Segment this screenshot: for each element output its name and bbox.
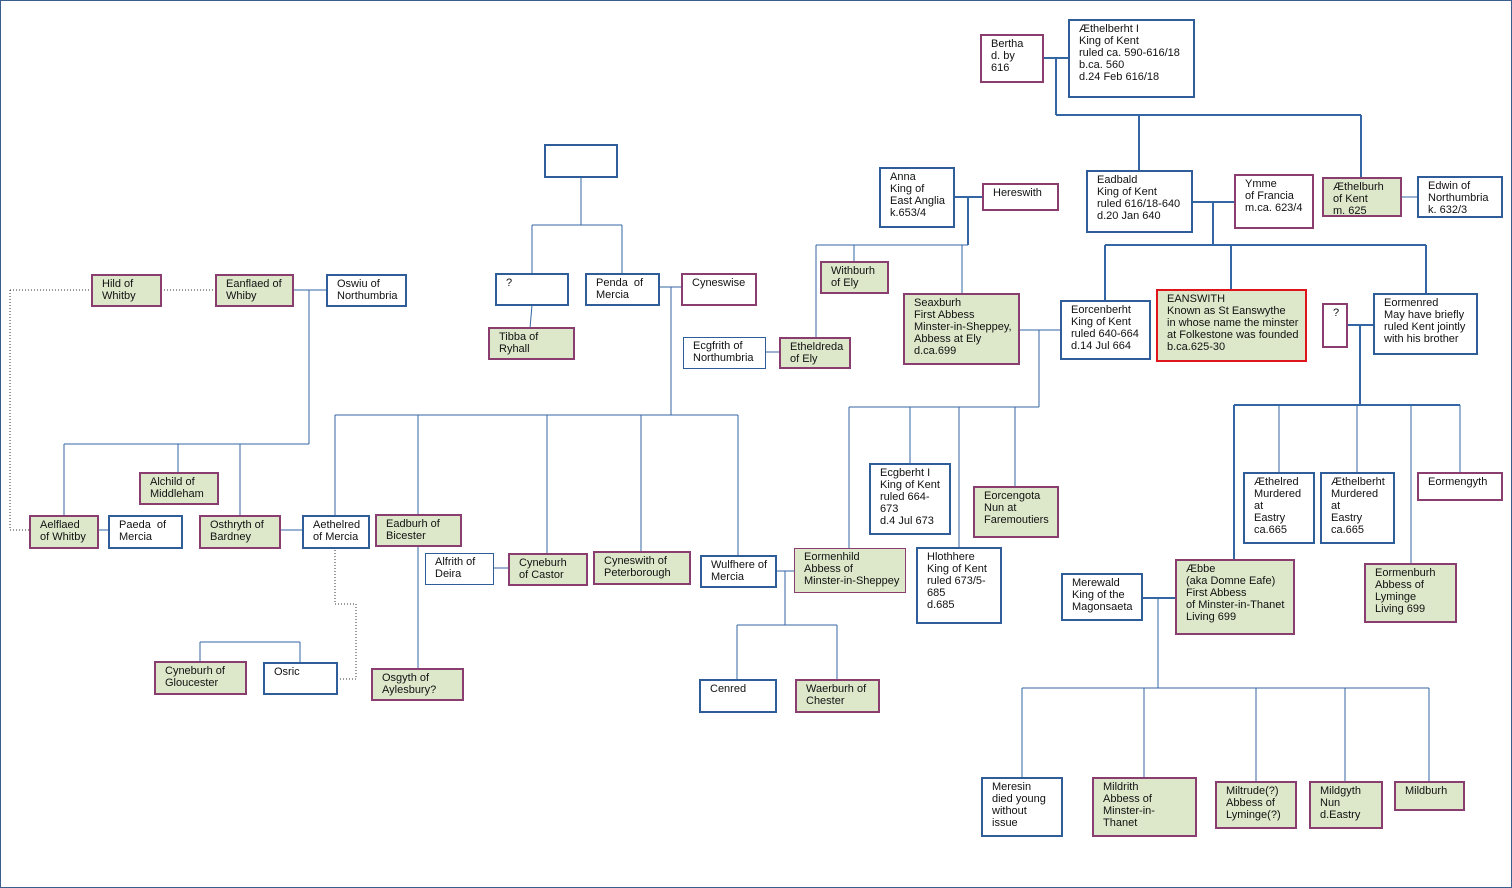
person-mildgyth[interactable]: Mildgyth Nun d.Eastry <box>1309 781 1383 829</box>
person-etheldreda[interactable]: Etheldreda of Ely <box>779 337 851 369</box>
person-eormenburh[interactable]: Eormenburh Abbess of Lyminge Living 699 <box>1364 563 1457 623</box>
person-osthryth[interactable]: Osthryth of Bardney <box>199 515 281 549</box>
person-miltrude[interactable]: Miltrude(?) Abbess of Lyminge(?) <box>1215 781 1297 829</box>
person-eanflaed[interactable]: Eanflaed of Whiby <box>215 274 294 307</box>
person-eormengyth[interactable]: Eormengyth <box>1417 472 1503 501</box>
person-merewald[interactable]: Merewald King of the Magonsaeta <box>1061 573 1143 621</box>
person-aethelberht-of-eastry[interactable]: Æthelberht Murdered at Eastry ca.665 <box>1320 472 1395 544</box>
person-wulfhere[interactable]: Wulfhere of Mercia <box>700 555 777 588</box>
person-mildrith[interactable]: Mildrith Abbess of Minster-in- Thanet <box>1092 777 1197 837</box>
person-hild[interactable]: Hild of Whitby <box>91 274 162 307</box>
person-oswiu[interactable]: Oswiu of Northumbria <box>326 274 407 307</box>
person-bertha[interactable]: Bertha d. by 616 <box>980 34 1044 83</box>
person-seaxburh[interactable]: Seaxburh First Abbess Minster-in-Sheppey… <box>903 293 1020 365</box>
person-tibba[interactable]: Tibba of Ryhall <box>488 327 575 360</box>
person-aebbe[interactable]: Æbbe (aka Domne Eafe) First Abbess of Mi… <box>1175 559 1295 635</box>
person-unknown-q2[interactable]: ? <box>1322 303 1348 348</box>
person-ecgberht-i[interactable]: Ecgberht I King of Kent ruled 664- 673 d… <box>869 463 951 535</box>
person-cyneswise[interactable]: Cyneswise <box>681 273 757 306</box>
person-waerburh[interactable]: Waerburh of Chester <box>795 679 880 713</box>
person-alchild[interactable]: Alchild of Middleham <box>139 472 219 505</box>
person-meresin[interactable]: Meresin died young without issue <box>981 777 1063 837</box>
person-osric[interactable]: Osric <box>263 662 338 695</box>
person-eadbald[interactable]: Eadbald King of Kent ruled 616/18-640 d.… <box>1086 170 1193 233</box>
person-eorcenberht[interactable]: Eorcenberht King of Kent ruled 640-664 d… <box>1060 300 1151 360</box>
person-paeda[interactable]: Paeda of Mercia <box>108 515 183 549</box>
person-aethelberht-i[interactable]: Æthelberht I King of Kent ruled ca. 590-… <box>1068 19 1195 98</box>
person-hlothhere[interactable]: Hlothhere King of Kent ruled 673/5- 685 … <box>916 547 1002 624</box>
person-eadburh[interactable]: Eadburh of Bicester <box>375 514 462 547</box>
person-aethelburh-of-kent[interactable]: Æthelburh of Kent m. 625 <box>1322 177 1402 217</box>
person-aethelred-of-eastry[interactable]: Æthelred Murdered at Eastry ca.665 <box>1243 472 1315 544</box>
person-eanswith[interactable]: EANSWITH Known as St Eanswythe in whose … <box>1156 289 1307 362</box>
person-eormenhild[interactable]: Eormenhild Abbess of Minster-in-Sheppey <box>794 548 906 593</box>
person-ymme[interactable]: Ymme of Francia m.ca. 623/4 <box>1234 174 1314 229</box>
person-cenred[interactable]: Cenred <box>699 679 777 713</box>
person-eormenred[interactable]: Eormenred May have briefly ruled Kent jo… <box>1373 293 1478 355</box>
person-mildburh[interactable]: Mildburh <box>1394 781 1465 811</box>
person-osgyth[interactable]: Osgyth of Aylesbury? <box>371 668 464 701</box>
person-aethelred-of-mercia[interactable]: Aethelred of Mercia <box>302 515 370 549</box>
person-cyneswith[interactable]: Cyneswith of Peterborough <box>593 551 691 585</box>
person-alfrith[interactable]: Alfrith of Deira <box>425 553 494 585</box>
person-withburh[interactable]: Withburh of Ely <box>820 261 889 294</box>
person-cyneburh-of-gloucester[interactable]: Cyneburh of Gloucester <box>154 661 247 695</box>
person-penda[interactable]: Penda of Mercia <box>585 273 660 306</box>
person-cyneburh-of-castor[interactable]: Cyneburh of Castor <box>508 553 588 586</box>
person-ecgfrith[interactable]: Ecgfrith of Northumbria <box>683 337 766 369</box>
person-anna[interactable]: Anna King of East Anglia k.653/4 <box>879 167 955 228</box>
person-unknown-q1[interactable]: ? <box>495 273 569 306</box>
person-aelflaed[interactable]: Aelflaed of Whitby <box>29 515 99 549</box>
person-edwin[interactable]: Edwin of Northumbria k. 632/3 <box>1417 176 1503 218</box>
person-unknown-blank[interactable] <box>544 144 618 178</box>
person-eorcengota[interactable]: Eorcengota Nun at Faremoutiers <box>973 486 1059 538</box>
person-hereswith[interactable]: Hereswith <box>982 183 1059 211</box>
